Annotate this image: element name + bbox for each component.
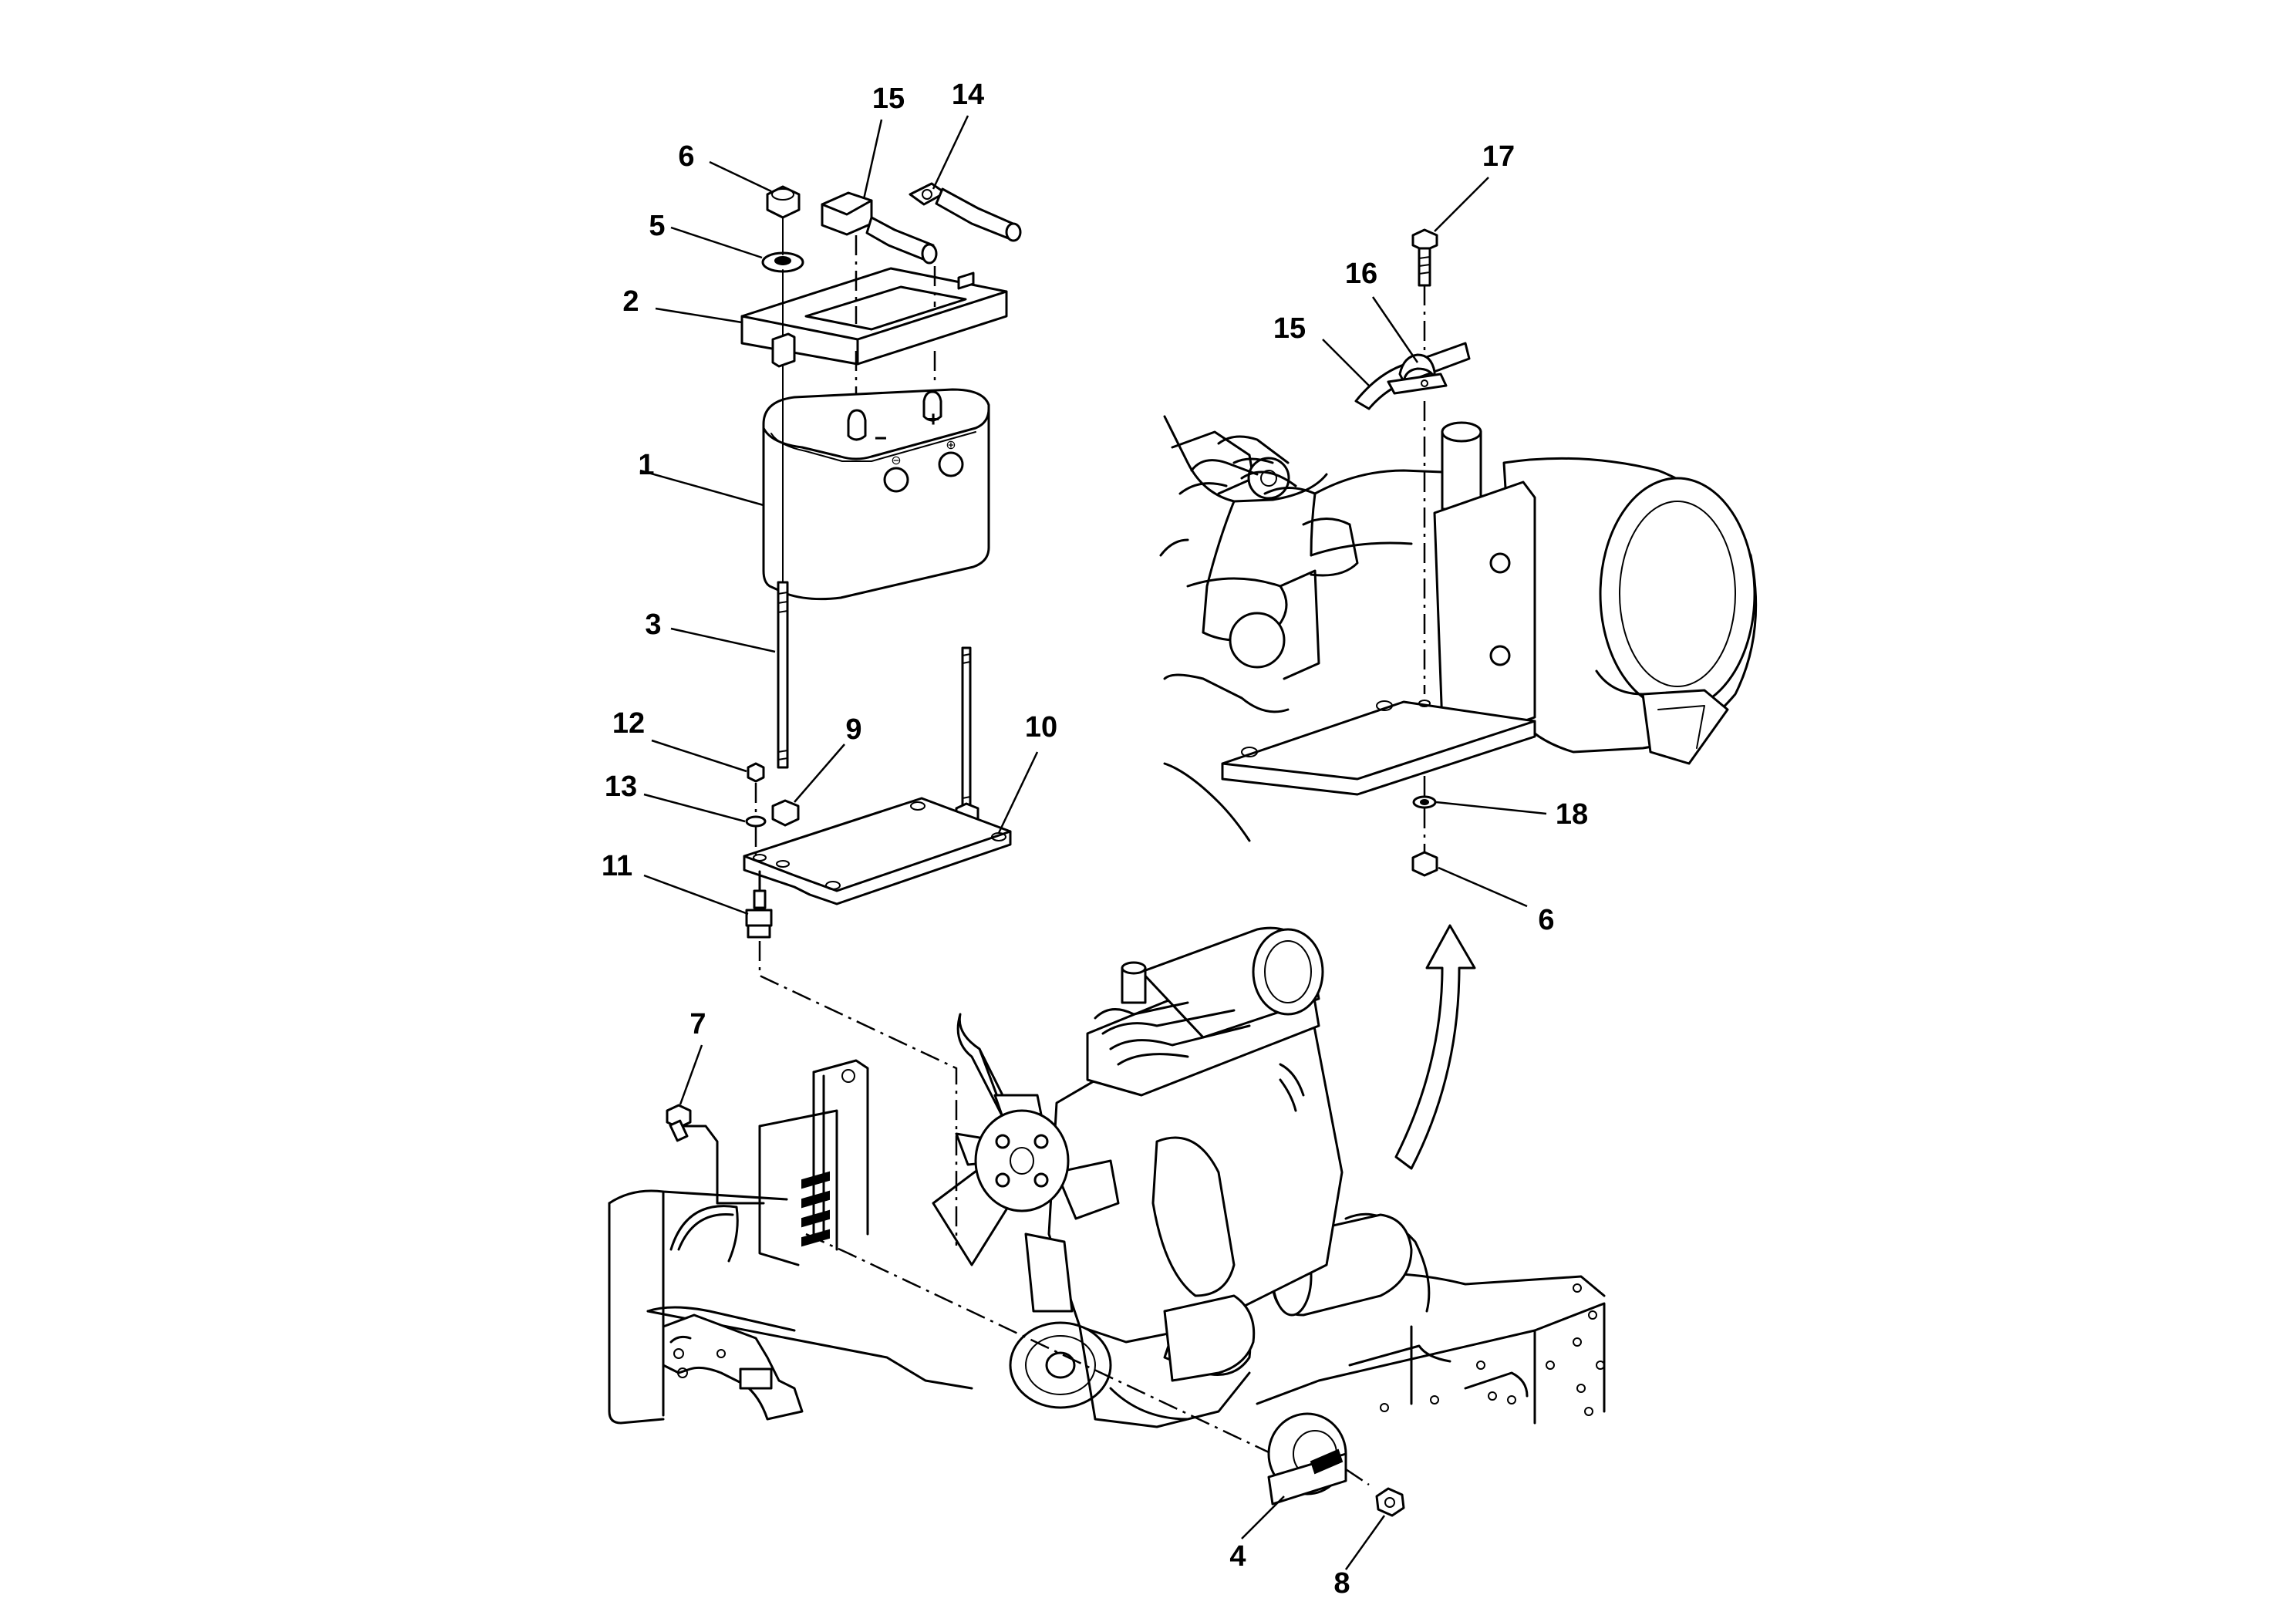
- part-small-washer: [745, 815, 767, 828]
- part-cable-terminal-negative: [821, 191, 938, 265]
- part-nut-horn: [1375, 1487, 1405, 1517]
- callout-15: 15: [872, 83, 905, 115]
- callout-6-inset: 6: [1538, 904, 1554, 936]
- main-chassis: [608, 926, 1606, 1459]
- callout-14: 14: [952, 79, 984, 111]
- callout-8: 8: [1333, 1567, 1350, 1600]
- callout-2: 2: [622, 285, 639, 318]
- leader-lines: [639, 115, 1547, 1570]
- engine: [932, 926, 1344, 1428]
- part-nut-top: [766, 185, 801, 219]
- terminal-negative-label: −: [875, 426, 887, 450]
- part-washer-top: [761, 251, 804, 273]
- inset-engine-drawing: [1159, 415, 1758, 842]
- detail-arrow: [1394, 924, 1476, 1170]
- callout-3: 3: [645, 609, 661, 641]
- part-cable-terminal-positive: [909, 182, 1022, 242]
- crankshaft-pulley: [1009, 1321, 1112, 1409]
- callout-9: 9: [845, 713, 861, 746]
- part-threaded-rod-right: [961, 646, 972, 811]
- callout-17: 17: [1482, 140, 1515, 173]
- grille: [801, 1171, 830, 1247]
- callout-13: 13: [605, 771, 637, 803]
- callout-1: 1: [638, 449, 654, 481]
- part-bolt-7: [666, 1104, 692, 1142]
- part-rubber-mount: [745, 870, 773, 939]
- part-nut-inset: [1411, 851, 1438, 877]
- inset-detail: [1159, 228, 1758, 877]
- callout-6: 6: [678, 140, 694, 173]
- callout-18: 18: [1556, 798, 1588, 831]
- callout-7: 7: [689, 1008, 706, 1040]
- callout-5: 5: [649, 210, 665, 242]
- callout-15-inset: 15: [1273, 312, 1306, 345]
- part-small-nut: [747, 762, 765, 783]
- part-battery-tray: [743, 797, 1012, 905]
- part-threaded-rod: [777, 217, 789, 769]
- callout-4: 4: [1229, 1540, 1246, 1573]
- callout-11: 11: [602, 850, 632, 882]
- water-pump-pulley: [974, 1109, 1070, 1212]
- part-horn: [1267, 1412, 1347, 1506]
- oil-filter: [1163, 1294, 1256, 1382]
- terminal-positive-label: +: [927, 406, 939, 430]
- callout-16: 16: [1345, 258, 1377, 290]
- vent-marking-right: ⊕: [946, 439, 956, 452]
- callout-10: 10: [1025, 711, 1057, 744]
- part-hold-down-frame: [740, 267, 1008, 366]
- part-bolt-inset: [1411, 228, 1438, 287]
- vent-marking-left: ⊖: [891, 454, 901, 467]
- callout-12: 12: [612, 707, 645, 740]
- callouts: 6 5 2 1 3 12 13 11 9 10 15 14 17 16 15 1…: [602, 79, 1588, 1600]
- battery-assembly: − + ⊖ ⊕: [740, 182, 1022, 939]
- part-clamp-block: [771, 332, 796, 368]
- part-nut-rod: [771, 799, 800, 827]
- part-battery: − + ⊖ ⊕: [762, 388, 990, 601]
- part-cable-clip-inset: [1354, 342, 1471, 410]
